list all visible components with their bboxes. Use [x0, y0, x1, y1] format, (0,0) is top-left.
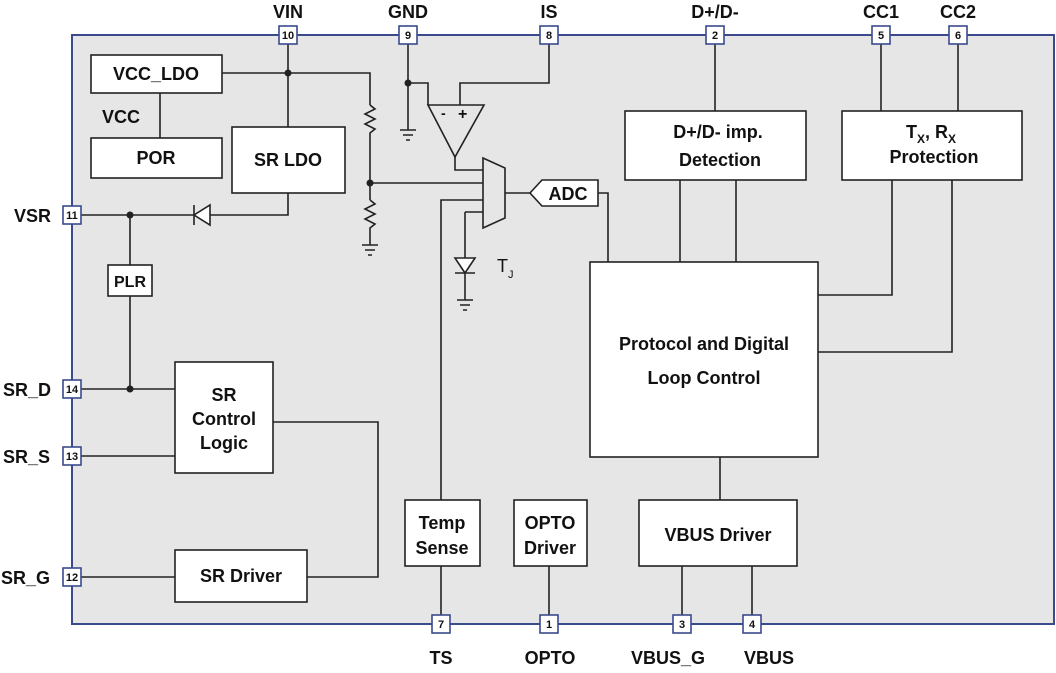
pin-vsr: VSR 11 [14, 205, 82, 226]
svg-text:VBUS_G: VBUS_G [631, 648, 705, 668]
current-sense-amplifier [426, 104, 486, 159]
svg-text:10: 10 [282, 30, 294, 42]
txrx-label: TX, RX [906, 122, 956, 146]
tj-diode-icon [453, 257, 477, 275]
svg-text:CC1: CC1 [863, 2, 899, 22]
plr-label: PLR [114, 274, 146, 291]
adc-label: ADC [549, 184, 588, 204]
diode-icon [192, 203, 211, 227]
svg-text:SR_D: SR_D [3, 380, 51, 400]
vcc-ldo-label: VCC_LDO [113, 64, 199, 84]
sr-ldo-label: SR LDO [254, 150, 322, 170]
svg-text:SR_S: SR_S [3, 447, 50, 467]
svg-text:8: 8 [546, 30, 552, 42]
por-block [90, 137, 223, 179]
ground-icon [400, 129, 416, 141]
temp-sense-block [404, 499, 481, 567]
plr-block [107, 264, 153, 297]
txrx-protection-block [841, 110, 1023, 181]
vcc-ldo-block [90, 54, 223, 94]
protection-label: Protection [889, 147, 978, 167]
por-label: POR [136, 148, 175, 168]
sr-ldo-block [231, 126, 346, 194]
resistor-top [363, 104, 377, 135]
svg-text:14: 14 [66, 384, 79, 396]
temp-sense-label-2: Sense [415, 538, 468, 558]
dpdm-detection-label-2: Detection [679, 150, 761, 170]
svg-text:12: 12 [66, 572, 78, 584]
opamp-minus-label: - [441, 105, 446, 121]
svg-text:D+/D-: D+/D- [691, 2, 739, 22]
sr-control-label-3: Logic [200, 433, 248, 453]
sr-control-label-2: Control [192, 409, 256, 429]
pin-gnd: GND 9 [388, 2, 428, 45]
opto-driver-block [513, 499, 588, 567]
resistor-bottom [363, 199, 377, 230]
pin-ts: 7 TS [429, 614, 453, 668]
svg-text:9: 9 [405, 30, 411, 42]
pin-vbus: 4 VBUS [742, 614, 794, 668]
svg-text:VIN: VIN [273, 2, 303, 22]
junctions [126, 69, 412, 393]
vbus-driver-block [638, 499, 798, 567]
wires [81, 44, 959, 615]
pin-sr-g: SR_G 12 [1, 567, 82, 588]
opamp-plus-label: + [458, 106, 467, 123]
pin-sr-s: SR_S 13 [3, 446, 82, 467]
ground-icon [362, 244, 378, 256]
svg-text:OPTO: OPTO [525, 648, 576, 668]
pin-vbus-g: 3 VBUS_G [631, 614, 705, 668]
pin-sr-d: SR_D 14 [3, 379, 82, 400]
svg-text:CC2: CC2 [940, 2, 976, 22]
svg-text:2: 2 [712, 30, 718, 42]
pin-vin: VIN 10 [273, 2, 303, 45]
sr-control-label-1: SR [211, 385, 236, 405]
multiplexer [482, 156, 506, 230]
svg-text:1: 1 [546, 619, 552, 631]
vcc-label: VCC [102, 107, 140, 127]
protocol-label-2: Loop Control [648, 368, 761, 388]
svg-text:IS: IS [540, 2, 557, 22]
tj-label: TJ [497, 256, 514, 281]
svg-text:SR_G: SR_G [1, 568, 50, 588]
sr-driver-block [174, 549, 308, 603]
svg-text:7: 7 [438, 619, 444, 631]
svg-text:GND: GND [388, 2, 428, 22]
svg-text:6: 6 [955, 30, 961, 42]
protocol-label-1: Protocol and Digital [619, 334, 789, 354]
pin-is: IS 8 [539, 2, 559, 45]
pin-cc1: CC1 5 [863, 2, 899, 45]
dpdm-detection-label-1: D+/D- imp. [673, 122, 763, 142]
svg-text:4: 4 [749, 619, 756, 631]
svg-text:3: 3 [679, 619, 685, 631]
adc-block [528, 179, 599, 207]
dpdm-detection-block [624, 110, 807, 181]
svg-text:11: 11 [66, 210, 78, 222]
pin-cc2: CC2 6 [940, 2, 976, 45]
sr-driver-label: SR Driver [200, 566, 282, 586]
sr-control-logic-block [174, 361, 274, 474]
pin-opto: 1 OPTO [525, 614, 576, 668]
opto-driver-label-2: Driver [524, 538, 576, 558]
ground-icon [457, 299, 473, 311]
opto-driver-label-1: OPTO [525, 513, 576, 533]
svg-text:VBUS: VBUS [744, 648, 794, 668]
pin-dpdm: D+/D- 2 [691, 2, 739, 45]
vbus-driver-label: VBUS Driver [664, 525, 771, 545]
svg-text:5: 5 [878, 30, 884, 42]
svg-text:VSR: VSR [14, 206, 51, 226]
svg-text:13: 13 [66, 451, 78, 463]
svg-text:TS: TS [429, 648, 452, 668]
temp-sense-label-1: Temp [419, 513, 466, 533]
protocol-block [589, 261, 819, 458]
